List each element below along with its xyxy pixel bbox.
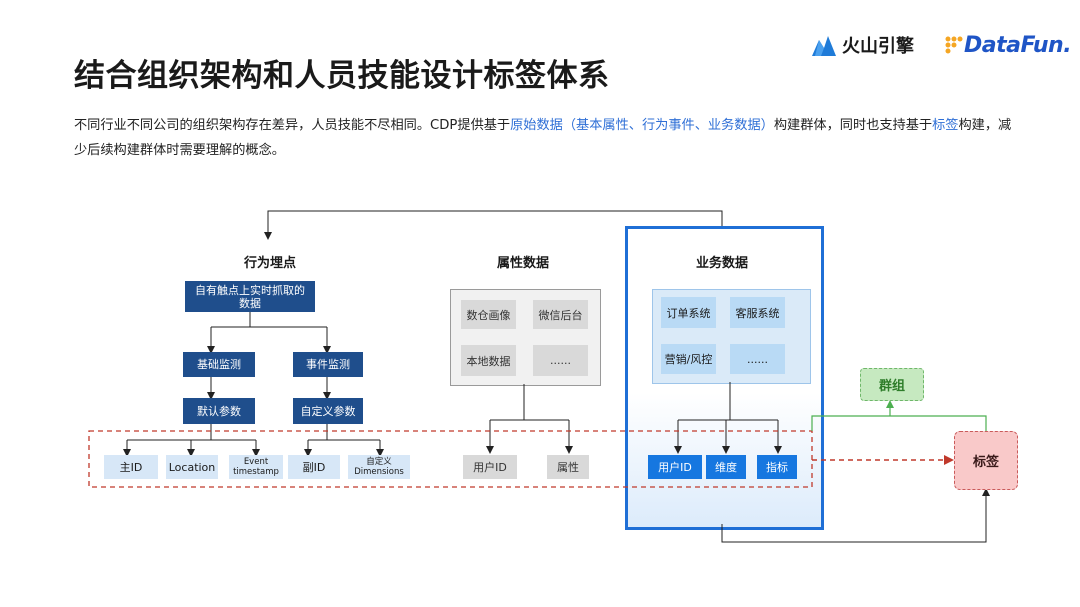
- attribute-source-item: 数仓画像: [461, 300, 516, 329]
- custom-params-node: 自定义参数: [293, 398, 363, 424]
- business-user-id-leaf: 用户ID: [648, 455, 702, 479]
- volcano-engine-logo: 火山引擎: [812, 30, 914, 60]
- top-feedback-line: [264, 210, 723, 240]
- business-source-item: 订单系统: [661, 297, 716, 328]
- business-source-item: ......: [730, 344, 785, 374]
- event-monitoring-node: 事件监测: [293, 352, 363, 377]
- description-text-3: 构建，减少后续构建群体时需要理解的概念。: [74, 118, 1012, 158]
- raw-data-dashed-region: [88, 430, 813, 488]
- tag-node: 标签: [954, 431, 1018, 490]
- attribute-leaf: 属性: [547, 455, 589, 479]
- sub-id-leaf: 副ID: [288, 455, 340, 479]
- business-title: 业务数据: [695, 256, 749, 271]
- event-timestamp-leaf: Event timestamp: [229, 455, 283, 479]
- volcano-icon: [812, 36, 836, 56]
- business-dimension-leaf: 维度: [706, 455, 746, 479]
- business-source-item: 客服系统: [730, 297, 785, 328]
- realtime-capture-node: 自有触点上实时抓取的数据: [185, 281, 315, 312]
- bottom-feedback-line: [721, 488, 990, 543]
- default-params-node: 默认参数: [183, 398, 255, 424]
- datafun-dots-icon: [945, 36, 963, 54]
- attribute-source-item: ......: [533, 345, 588, 376]
- attribute-user-id-leaf: 用户ID: [463, 455, 517, 479]
- description-text-1: 不同行业不同公司的组织架构存在差异，人员技能不尽相同。CDP提供基于: [74, 118, 511, 133]
- business-source-item: 营销/风控: [661, 344, 716, 374]
- main-id-leaf: 主ID: [104, 455, 158, 479]
- group-node: 群组: [860, 368, 924, 401]
- attribute-title: 属性数据: [496, 256, 550, 271]
- behavior-title: 行为埋点: [243, 256, 297, 271]
- attribute-source-item: 本地数据: [461, 345, 516, 376]
- business-metric-leaf: 指标: [757, 455, 797, 479]
- basic-monitoring-node: 基础监测: [183, 352, 255, 377]
- dimensions-leaf: 自定义 Dimensions: [348, 455, 410, 479]
- location-leaf: Location: [166, 455, 218, 479]
- description-text-2: 构建群体，同时也支持基于: [773, 118, 933, 133]
- volcano-engine-logo-text: 火山引擎: [842, 36, 914, 57]
- description: 不同行业不同公司的组织架构存在差异，人员技能不尽相同。CDP提供基于原始数据（基…: [74, 113, 1014, 163]
- description-highlight-tag: 标签: [932, 118, 959, 133]
- page-title: 结合组织架构和人员技能设计标签体系: [74, 58, 610, 94]
- datafun-logo: DataFun.: [944, 28, 1072, 62]
- attribute-source-item: 微信后台: [533, 300, 588, 329]
- description-highlight-raw-data: 原始数据（基本属性、行为事件、业务数据）: [510, 118, 774, 133]
- datafun-logo-text: DataFun.: [964, 32, 1072, 58]
